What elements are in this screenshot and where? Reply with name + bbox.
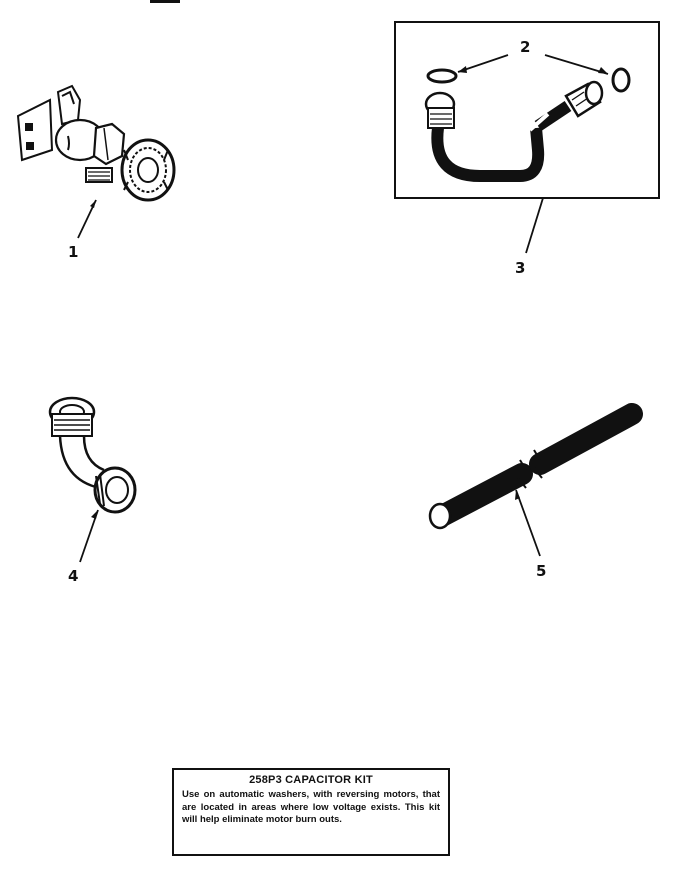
callout-2: 2 xyxy=(520,38,530,56)
kit-description: Use on automatic washers, with reversing… xyxy=(182,789,440,825)
callout-5: 5 xyxy=(536,562,546,580)
callout-4: 4 xyxy=(68,567,78,585)
part-3-inlet-hose-kit xyxy=(394,21,660,254)
callout-1: 1 xyxy=(68,243,78,261)
part-5-hose-section xyxy=(428,403,643,557)
part-1-faucet-adapter xyxy=(16,84,176,239)
top-edge-fragment xyxy=(150,0,180,3)
capacitor-kit-note: 258P3 CAPACITOR KIT Use on automatic was… xyxy=(172,768,450,856)
part-4-elbow-fitting xyxy=(48,396,137,563)
callout-3: 3 xyxy=(515,259,525,277)
kit-title: 258P3 CAPACITOR KIT xyxy=(249,774,373,786)
